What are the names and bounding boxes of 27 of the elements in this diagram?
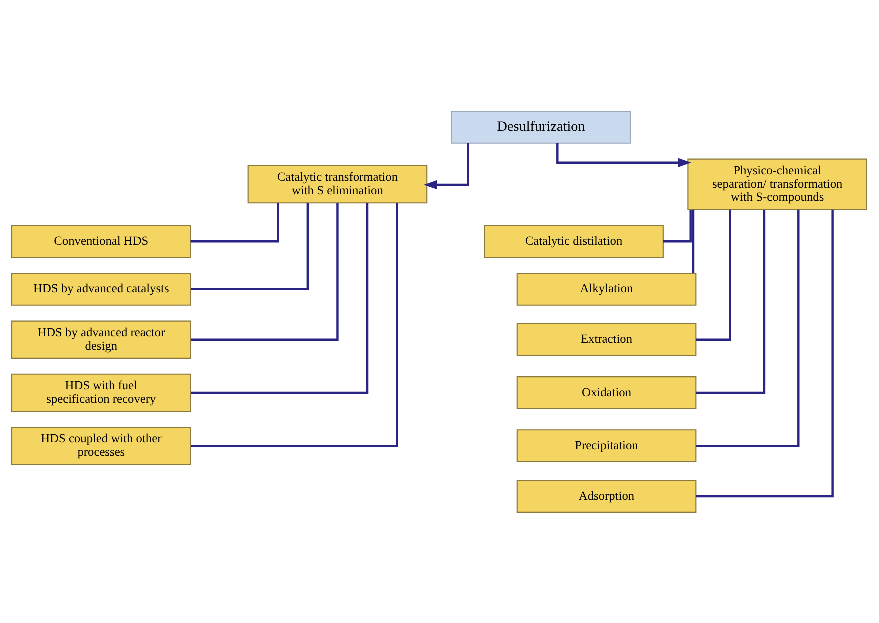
connector <box>191 202 369 394</box>
arrow <box>556 143 692 168</box>
connector <box>696 209 834 498</box>
node-box: Alkylation <box>516 272 697 306</box>
connector <box>191 202 310 290</box>
connector <box>692 209 695 273</box>
node-box: Desulfurization <box>451 110 632 144</box>
arrow <box>424 143 470 190</box>
connector <box>663 210 692 242</box>
node-box: Adsorption <box>516 480 697 512</box>
node-box: Catalytic transformation with S elimination <box>248 164 428 204</box>
node-box: Extraction <box>516 322 697 356</box>
node-box: HDS by advanced catalysts <box>12 272 192 306</box>
connector <box>696 210 766 394</box>
connector <box>191 202 398 447</box>
node-box: Catalytic distilation <box>484 224 664 258</box>
node-box: HDS coupled with other processes <box>12 426 192 465</box>
connector <box>696 209 732 340</box>
node-box: HDS with fuel specification recovery <box>12 373 192 412</box>
node-box: Precipitation <box>516 429 697 462</box>
connector <box>190 202 280 242</box>
node-box: Oxidation <box>516 376 697 409</box>
connector <box>696 209 800 447</box>
node-box: HDS by advanced reactor design <box>12 320 192 358</box>
node-box: Conventional HDS <box>12 224 192 258</box>
node-box: Physico-chemical separation/ transformation with S-compounds <box>688 158 868 210</box>
connector <box>191 202 339 340</box>
